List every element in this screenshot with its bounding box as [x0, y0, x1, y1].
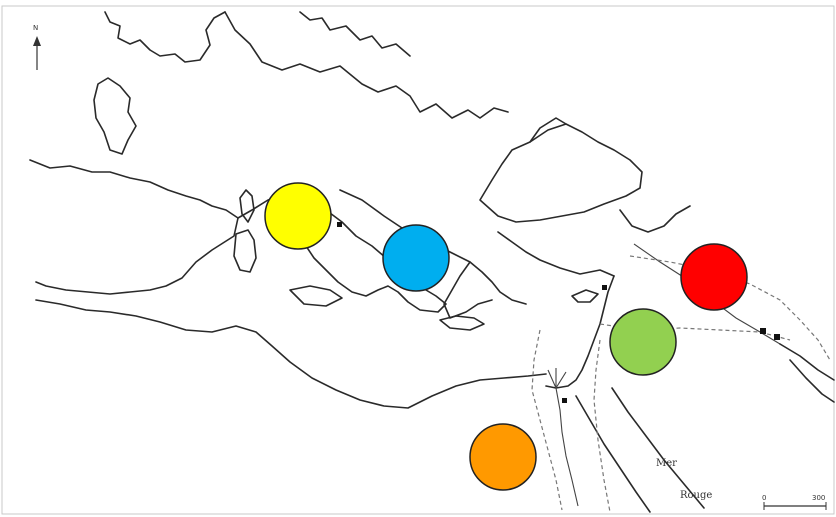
- trade-route-sinai: [593, 339, 611, 513]
- cyprus-coastline: [571, 289, 599, 303]
- red-sea-label-2: Rouge: [680, 490, 712, 501]
- corsica-coastline: [239, 189, 255, 223]
- crimea-coastline: [529, 117, 567, 143]
- trade-route-north: [629, 255, 831, 361]
- scale-end-label: 300: [812, 494, 825, 502]
- trade-route-east: [599, 323, 791, 341]
- greece-coastline: [443, 261, 493, 319]
- map-frame: [1, 5, 835, 515]
- scale-bar: 0 300: [762, 494, 827, 510]
- trade-route-egypt: [531, 329, 563, 511]
- red-sea-label-1: Mer: [656, 458, 677, 469]
- iberia-coastline: [29, 159, 239, 295]
- ireland-coastline: [93, 77, 137, 155]
- black-sea-coastline: [479, 123, 643, 223]
- green-circle-marker[interactable]: [609, 308, 677, 376]
- persian-gulf-coastline: [779, 343, 835, 403]
- red-circle-marker[interactable]: [680, 243, 748, 311]
- levant-coastline: [545, 275, 615, 389]
- italy-coastline: [289, 189, 447, 313]
- caspian-coastline: [619, 205, 691, 233]
- yellow-circle-marker[interactable]: [264, 182, 332, 250]
- orange-circle-marker[interactable]: [469, 423, 537, 491]
- sardinia-coastline: [233, 229, 257, 273]
- anatolia-coastline: [497, 231, 615, 277]
- north-arrow-icon: N: [33, 24, 41, 70]
- nile-river: [555, 387, 579, 507]
- blue-circle-marker[interactable]: [382, 224, 450, 292]
- balkans-coastline: [339, 189, 527, 305]
- british-isles-coastline: [104, 11, 226, 63]
- northern-europe-coastline: [224, 11, 509, 119]
- colored-markers: [264, 182, 748, 491]
- north-label: N: [33, 24, 38, 32]
- nile-delta: [547, 368, 567, 389]
- scale-start-label: 0: [762, 494, 766, 502]
- north-africa-coastline: [35, 299, 547, 409]
- city-markers: [337, 222, 780, 403]
- crete-coastline: [439, 315, 485, 331]
- red-sea-coastline: [575, 387, 705, 513]
- scandinavia-coastline: [299, 11, 411, 57]
- sicily-coastline: [289, 285, 343, 307]
